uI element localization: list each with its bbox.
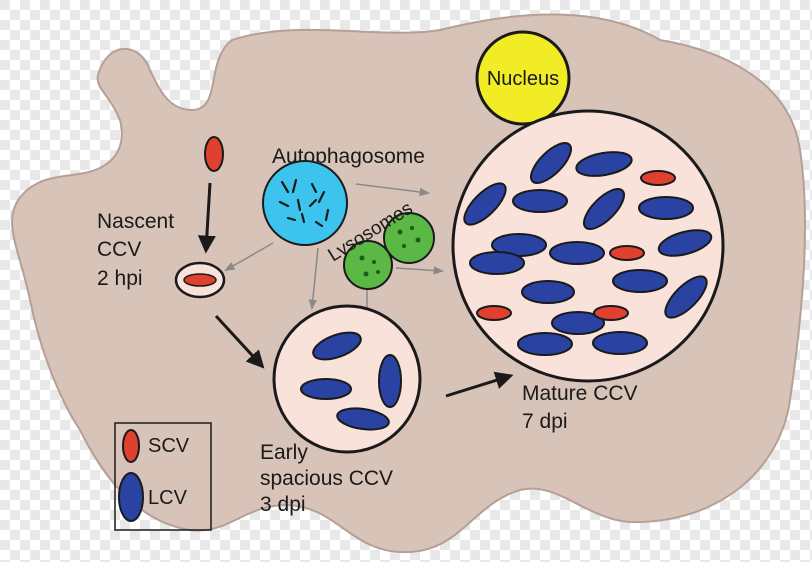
mature-ccv-scv xyxy=(476,170,676,321)
mature-label-line2: 7 dpi xyxy=(522,410,568,433)
early-ccv-bacteria xyxy=(300,331,402,431)
nucleus xyxy=(475,30,571,126)
nascent-label-line1: Nascent xyxy=(97,210,174,233)
early-label-line3: 3 dpi xyxy=(260,493,306,516)
early-to-mature-arrow xyxy=(445,371,514,398)
autophagosome-contents xyxy=(278,178,330,228)
legend-lcv-swatch xyxy=(118,472,144,522)
autophagosome xyxy=(262,160,348,246)
nascent-bacterium xyxy=(183,273,217,287)
legend: SCV LCV xyxy=(114,422,212,531)
entry-arrow xyxy=(197,182,216,254)
legend-box xyxy=(114,422,212,531)
nucleus-label: Nucleus xyxy=(487,68,559,90)
legend-scv-swatch xyxy=(122,429,140,463)
entering-bacterium xyxy=(204,136,224,172)
nascent-to-early-arrow xyxy=(214,314,265,369)
legend-scv-label: SCV xyxy=(148,435,190,457)
lysosome-2 xyxy=(343,240,393,290)
lysosome-1 xyxy=(383,212,435,264)
mature-ccv-lcv xyxy=(463,142,713,356)
nascent-label-line3: 2 hpi xyxy=(97,267,143,290)
lysosome-contents xyxy=(359,226,421,277)
nascent-label-line2: CCV xyxy=(97,238,141,261)
mature-label-line1: Mature CCV xyxy=(522,382,638,405)
early-label-line1: Early xyxy=(260,441,308,464)
legend-lcv-label: LCV xyxy=(148,487,188,509)
early-label-line2: spacious CCV xyxy=(260,467,393,490)
